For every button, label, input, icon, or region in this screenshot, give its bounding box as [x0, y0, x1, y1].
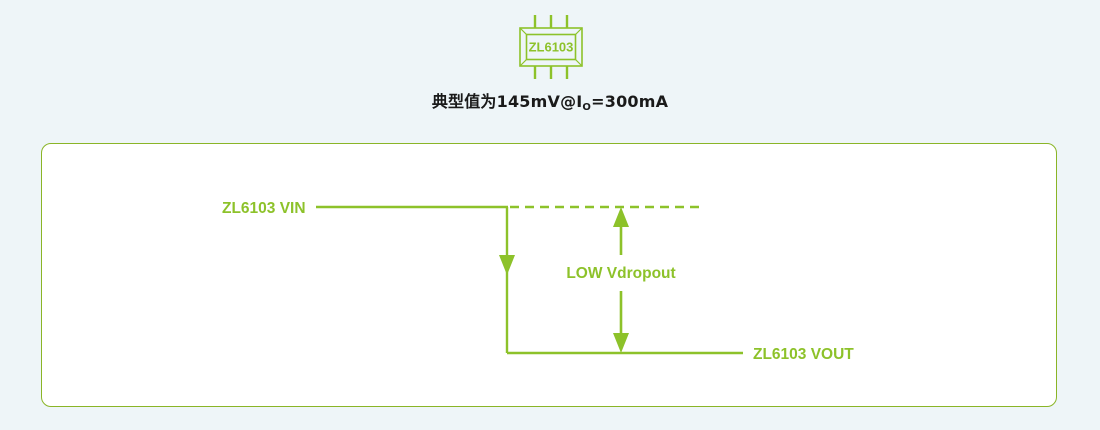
- chip-label-layer: ZL6103: [529, 40, 574, 55]
- dropout-up-arrowhead: [613, 207, 629, 227]
- vin-label: ZL6103 VIN: [222, 200, 306, 217]
- caption-text: 典型值为145mV@IO=300mA: [0, 88, 1100, 113]
- chip-pins-top: [533, 15, 569, 28]
- chip-bevel-lines: [519, 27, 583, 67]
- chip-symbol-graphic: [519, 15, 583, 79]
- chip-label: ZL6103: [529, 40, 574, 55]
- diagram-graphic: ZL6103 VIN ZL6103 VOUT LOW Vdropout: [222, 200, 854, 363]
- dropout-label: LOW Vdropout: [566, 265, 675, 282]
- caption-subscript: O: [582, 102, 592, 113]
- dropout-down-arrowhead: [613, 333, 629, 353]
- vout-label: ZL6103 VOUT: [753, 346, 854, 363]
- caption-prefix: 典型值为145mV@I: [431, 92, 583, 111]
- diagram-panel: [41, 143, 1057, 407]
- left-down-arrowhead: [499, 255, 515, 275]
- chip-inner-body: [525, 33, 577, 61]
- chip-outer-body: [519, 27, 583, 67]
- caption-suffix: =300mA: [591, 92, 669, 111]
- chip-symbol: ZL6103: [516, 14, 586, 80]
- chip-pins-bottom: [533, 66, 569, 79]
